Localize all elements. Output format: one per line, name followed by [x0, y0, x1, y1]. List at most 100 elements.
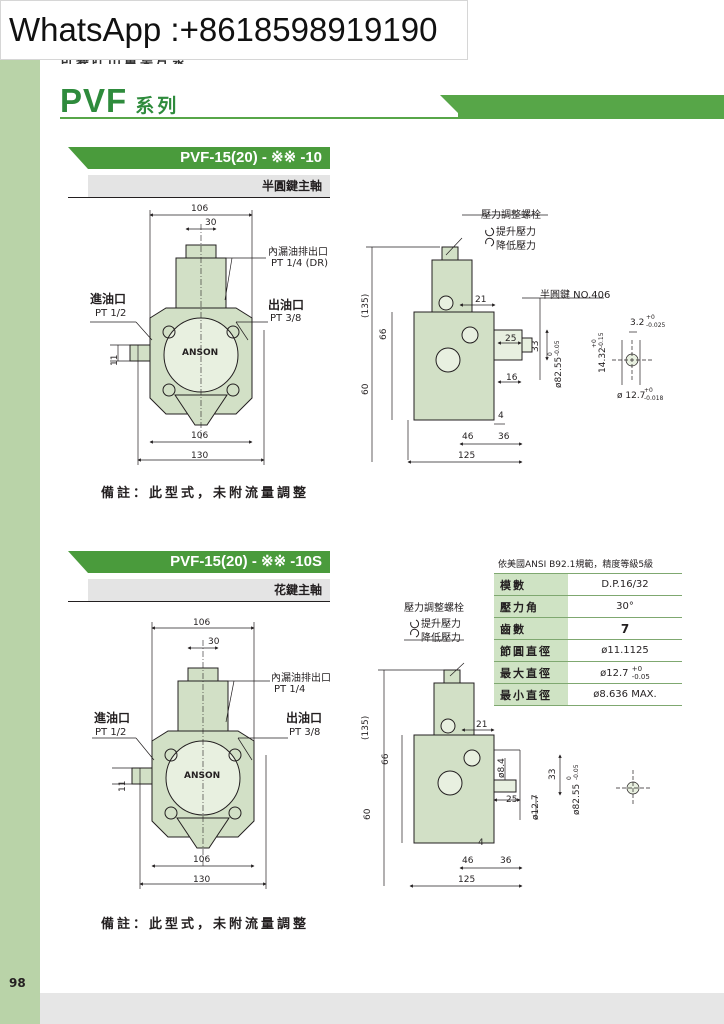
dim-b-bottom-130: 130	[193, 875, 211, 885]
spec-key: 模數	[494, 573, 568, 596]
raise-label-b: 提升壓力	[421, 619, 461, 630]
lower-label-a: 降低壓力	[496, 241, 536, 252]
dim-b-33: 33	[548, 768, 558, 780]
dims-side-a	[366, 214, 604, 464]
dim-b-125: 125	[458, 875, 476, 885]
header-rule	[60, 117, 724, 119]
key-detail-view	[612, 331, 652, 385]
dim-b-dia-tol-top: 0	[566, 776, 573, 780]
dim-a-25: 25	[505, 334, 517, 344]
remark-b: 備註：此型式，未附流量調整	[101, 917, 310, 932]
dim-b-84: ø8.4	[497, 758, 507, 778]
spec-caption: 依美國ANSI B92.1規範，精度等級5級	[498, 560, 654, 570]
whatsapp-watermark: WhatsApp :+8618598919190	[0, 0, 468, 60]
spec-key: 齒數	[494, 617, 568, 640]
outlet-size-a: PT 3/8	[270, 313, 302, 324]
dim-a-top-106: 106	[191, 204, 209, 214]
dim-a-top-30: 30	[205, 218, 217, 228]
drain-size-b: PT 1/4	[274, 684, 306, 695]
page-number: 98	[9, 976, 26, 990]
dim-key-d: ø 12.7	[617, 391, 646, 401]
brand-logo-a: ANSON	[182, 348, 219, 358]
spec-row: 模數 D.P.16/32	[494, 573, 682, 596]
shaft-type-a: 半圓鍵主軸	[88, 175, 330, 197]
series-suffix: 系列	[135, 96, 180, 117]
spec-row: 節圓直徑 ø11.1125	[494, 639, 682, 662]
page-bottom-strip	[40, 993, 724, 1024]
adjust-label-b: 壓力調整螺栓	[404, 603, 464, 614]
dim-b-46: 46	[462, 856, 474, 866]
brand-logo-b: ANSON	[184, 771, 221, 781]
inlet-size-a: PT 1/2	[95, 308, 127, 319]
inlet-label-b: 進油口	[94, 711, 131, 725]
dim-a-bottom-130: 130	[191, 451, 209, 461]
spec-key: 最大直徑	[494, 661, 568, 684]
header-tab	[440, 95, 462, 117]
shaft-type-b: 花鍵主軸	[88, 579, 330, 601]
spec-value: ø11.1125	[568, 639, 682, 662]
dim-a-36: 36	[498, 432, 510, 442]
dim-b-36: 36	[500, 856, 512, 866]
dim-a-16: 16	[506, 373, 518, 383]
adjust-label-a: 壓力調整螺栓	[481, 210, 541, 221]
shaft-rule-b	[68, 601, 330, 602]
spec-value: ø8.636 MAX.	[568, 683, 682, 706]
spec-row: 齒數 7	[494, 617, 682, 640]
model-bar-a: PVF-15(20) - ※※ -10	[68, 147, 330, 169]
shaft-rule-a	[68, 197, 330, 198]
dim-a-125: 125	[458, 451, 476, 461]
dim-a-h66: 66	[379, 328, 389, 340]
spec-tol-bot: -0.05	[631, 672, 650, 681]
header-band	[458, 95, 724, 117]
dim-b-4: 4	[478, 838, 484, 848]
inlet-label-a: 進油口	[90, 292, 127, 306]
spec-key: 壓力角	[494, 595, 568, 618]
dim-key-h-tol-bot: -0.15	[598, 332, 605, 348]
dim-b-h66: 66	[381, 753, 391, 765]
dim-a-dia: ø82.55	[554, 356, 564, 388]
dim-key-h: 14.32	[598, 347, 608, 373]
outlet-label-a: 出油口	[268, 298, 305, 312]
dim-key-h-tol-top: +0	[591, 339, 598, 348]
dim-b-left-11: 11	[118, 780, 128, 792]
pump-front-view-a	[129, 244, 253, 426]
spline-end-view	[616, 770, 650, 806]
model-slant-a	[68, 147, 88, 169]
dim-key-w: 3.2	[630, 318, 645, 328]
dim-b-h60: 60	[363, 808, 373, 820]
dim-b-127: ø12.7	[531, 794, 541, 820]
pump-side-view-a	[413, 246, 533, 421]
model-slant-b	[68, 551, 88, 573]
spec-row: 最大直徑 ø12.7 +0 -0.05	[494, 661, 682, 684]
dim-b-dia-tol-bot: -0.05	[573, 764, 580, 780]
spec-value-cell: ø12.7 +0 -0.05	[568, 661, 682, 684]
rotation-icons	[410, 227, 495, 638]
side-bar	[0, 0, 40, 1024]
dim-a-33: 33	[531, 340, 541, 352]
spec-row: 壓力角 30°	[494, 595, 682, 618]
spec-value: 7	[568, 617, 682, 640]
shaft-slant-a	[68, 169, 88, 197]
dim-b-21: 21	[476, 720, 488, 730]
spec-row: 最小直徑 ø8.636 MAX.	[494, 683, 682, 706]
dim-a-h60: 60	[361, 383, 371, 395]
pump-side-view-b	[413, 669, 517, 844]
outlet-label-b: 出油口	[286, 711, 323, 725]
dim-a-dia-tol-bot: -0.05	[554, 340, 561, 356]
drain-label-a: 內漏油排出口	[268, 247, 328, 258]
lower-label-b: 降低壓力	[421, 633, 461, 644]
dim-b-top-30: 30	[208, 637, 220, 647]
dim-key-w-tol-top: +0	[646, 314, 655, 321]
dim-key-d-tol-bot: -0.018	[644, 395, 664, 402]
dim-b-25: 25	[506, 795, 518, 805]
page-panel	[40, 0, 724, 1024]
dim-b-bottom-106: 106	[193, 855, 211, 865]
spec-key: 最小直徑	[494, 683, 568, 706]
dim-a-dia-tol-top: 0	[547, 352, 554, 356]
dims-front-a	[90, 210, 268, 465]
dim-b-h135: (135)	[361, 715, 371, 740]
key-label-a: 半圓鍵 NO.406	[540, 290, 611, 301]
drain-label-b: 內漏油排出口	[271, 673, 331, 684]
model-bar-b: PVF-15(20) - ※※ -10S	[68, 551, 330, 573]
